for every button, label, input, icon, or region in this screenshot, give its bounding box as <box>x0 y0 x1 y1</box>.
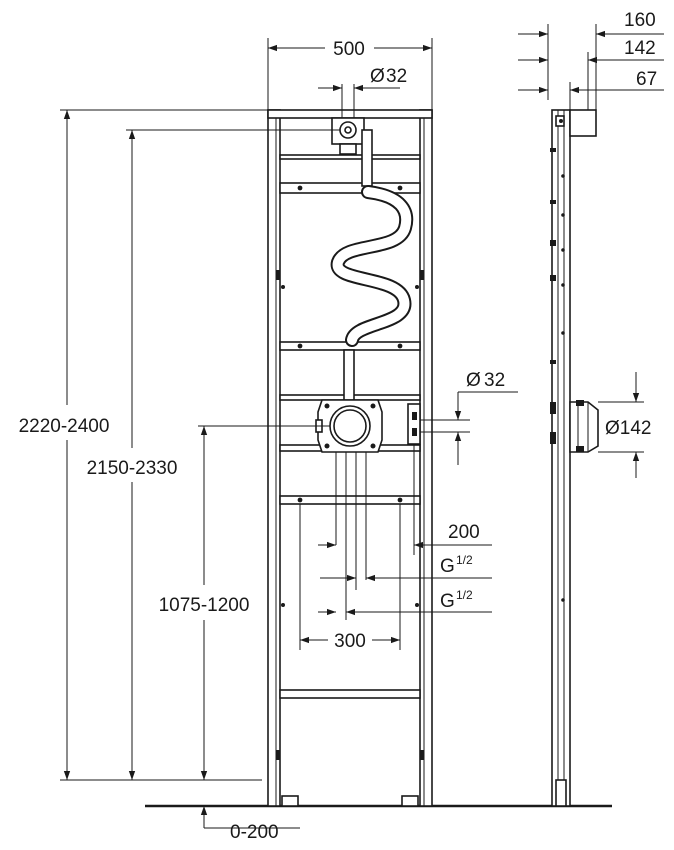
rail-6 <box>279 495 421 505</box>
dim-side-diameter-symbol: Ø <box>466 370 481 391</box>
right-post <box>419 109 433 807</box>
dim-142-label: 142 <box>624 38 656 59</box>
dim-top-diameter-label: 32 <box>386 66 407 87</box>
right-foot <box>401 795 419 807</box>
dim-thread-2-fraction: 1/2 <box>456 588 473 602</box>
dim-2220-2400: 2220-2400 <box>19 109 268 781</box>
dim-500: 500 <box>267 38 433 110</box>
dim-500-label: 500 <box>333 39 365 60</box>
side-profile <box>551 109 571 807</box>
left-post <box>267 109 281 807</box>
dim-thread-1: G 1/2 <box>318 541 492 582</box>
side-outlet <box>569 401 599 453</box>
down-pipe <box>343 349 355 401</box>
left-foot <box>281 795 299 807</box>
dim-0-200: 0-200 <box>200 806 300 843</box>
top-rail <box>267 109 433 119</box>
dim-thread-2: G 1/2 <box>318 588 492 616</box>
dim-thread-1-fraction: 1/2 <box>456 553 473 567</box>
side-view <box>550 109 599 807</box>
front-view <box>145 109 612 808</box>
dim-depth: 160 142 67 <box>518 10 664 110</box>
dim-200-label: 200 <box>448 522 480 543</box>
rail-2 <box>279 182 421 194</box>
dim-side-diameter: Ø 32 <box>420 370 518 465</box>
dim-2150-2330: 2150-2330 <box>87 129 340 780</box>
dim-2150-2330-label: 2150-2330 <box>87 458 178 479</box>
dim-0-200-label: 0-200 <box>230 822 279 843</box>
dim-top-diameter: Ø 32 <box>318 66 407 118</box>
dim-67-label: 67 <box>636 69 657 90</box>
dim-thread-2-base: G <box>440 591 455 612</box>
dim-1075-1200: 1075-1200 <box>159 425 330 780</box>
dim-top-diameter-symbol: Ø <box>370 66 385 87</box>
outlet-fitting <box>315 399 421 453</box>
dim-200: 200 <box>414 520 492 552</box>
dim-160-label: 160 <box>624 10 656 31</box>
dim-300: 300 <box>300 631 400 652</box>
dim-1075-1200-label: 1075-1200 <box>159 595 250 616</box>
dim-2220-2400-label: 2220-2400 <box>19 416 110 437</box>
dim-outlet-diameter-label: Ø142 <box>605 418 651 439</box>
rail-7 <box>279 689 421 699</box>
dim-outlet-diameter: Ø142 <box>598 372 651 478</box>
rail-1 <box>279 154 421 160</box>
dim-300-label: 300 <box>334 631 366 652</box>
top-fitting <box>331 117 373 187</box>
dim-side-diameter-label: 32 <box>484 370 505 391</box>
dim-thread-1-base: G <box>440 556 455 577</box>
